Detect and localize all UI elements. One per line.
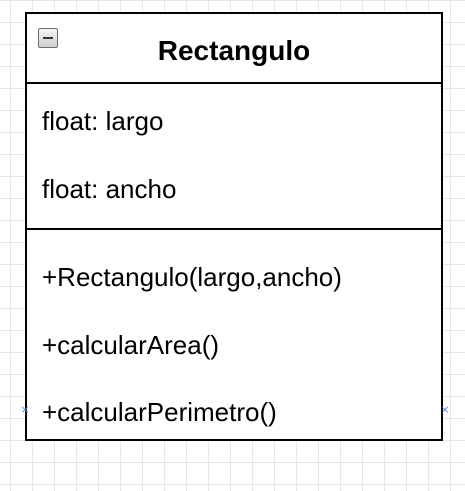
attribute-ancho[interactable]: float: ancho — [42, 174, 177, 204]
method-calcular-perimetro[interactable]: +calcularPerimetro() — [42, 397, 277, 427]
class-header: Rectangulo — [27, 14, 441, 84]
attribute-largo[interactable]: float: largo — [42, 106, 164, 136]
methods-section: +Rectangulo(largo,ancho) +calcularArea()… — [27, 230, 441, 439]
connection-point-right-icon[interactable]: × — [440, 403, 450, 416]
method-calcular-area[interactable]: +calcularArea() — [42, 330, 220, 360]
connection-point-left-icon[interactable]: × — [20, 403, 30, 416]
attributes-section: float: largo float: ancho — [27, 84, 441, 230]
uml-class-box[interactable]: Rectangulo float: largo float: ancho +Re… — [25, 12, 443, 441]
collapse-icon[interactable] — [38, 28, 58, 48]
method-constructor[interactable]: +Rectangulo(largo,ancho) — [42, 262, 342, 292]
class-name[interactable]: Rectangulo — [157, 35, 311, 66]
